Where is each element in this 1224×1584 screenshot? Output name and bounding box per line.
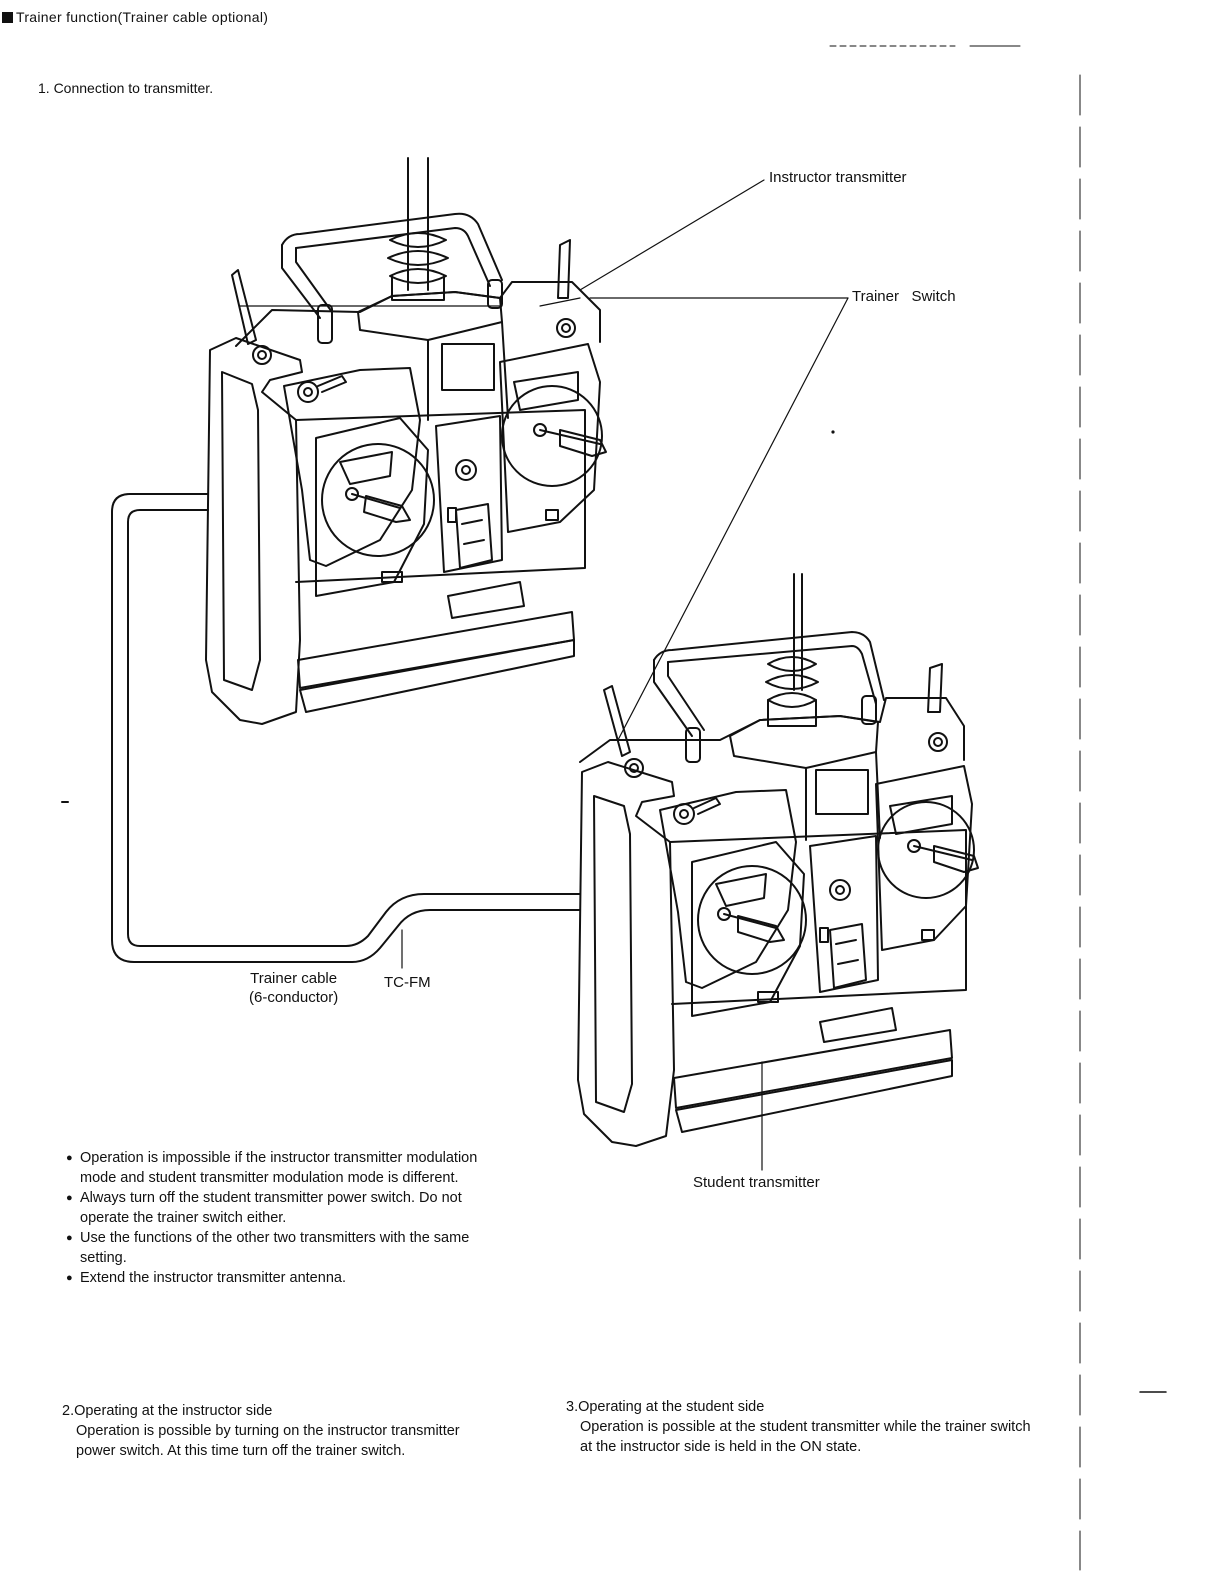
section-instructor-side: 2.Operating at the instructor side Opera… <box>62 1401 482 1461</box>
cable-model-label: TC-FM <box>384 974 431 991</box>
page-header: Trainer function(Trainer cable optional) <box>2 9 268 25</box>
note-item: Use the functions of the other two trans… <box>66 1228 506 1268</box>
section-student-side: 3.Operating at the student side Operatio… <box>566 1397 1036 1457</box>
instructor-transmitter-drawing <box>205 157 607 725</box>
trainer-cable-label-line2: (6-conductor) <box>249 989 339 1006</box>
section3-heading: 3.Operating at the student side <box>566 1399 765 1415</box>
section2-heading: 2.Operating at the instructor side <box>62 1403 273 1419</box>
trainer-cable-label-line1: Trainer cable <box>250 970 338 987</box>
trainer-switch-label: Trainer Switch <box>852 288 956 305</box>
student-transmitter-label: Student transmitter <box>693 1174 820 1191</box>
instructor-transmitter-label: Instructor transmitter <box>769 169 907 186</box>
trainer-cable-label: Trainer cable (6-conductor) <box>249 969 338 1007</box>
square-bullet-icon <box>2 12 13 23</box>
callout-lines <box>239 179 849 1171</box>
speck <box>831 430 835 434</box>
step1-heading: 1. Connection to transmitter. <box>38 80 214 96</box>
section3-body: Operation is possible at the student tra… <box>580 1419 1031 1455</box>
student-transmitter-drawing <box>577 573 979 1147</box>
section2-body: Operation is possible by turning on the … <box>76 1423 460 1459</box>
trainer-cable-drawing <box>111 493 581 969</box>
note-item: Always turn off the student transmitter … <box>66 1188 506 1228</box>
note-item: Operation is impossible if the instructo… <box>66 1148 506 1188</box>
note-item: Extend the instructor transmitter antenn… <box>66 1268 506 1288</box>
notes-list: Operation is impossible if the instructo… <box>66 1148 506 1288</box>
header-title: Trainer function(Trainer cable optional) <box>16 9 269 25</box>
